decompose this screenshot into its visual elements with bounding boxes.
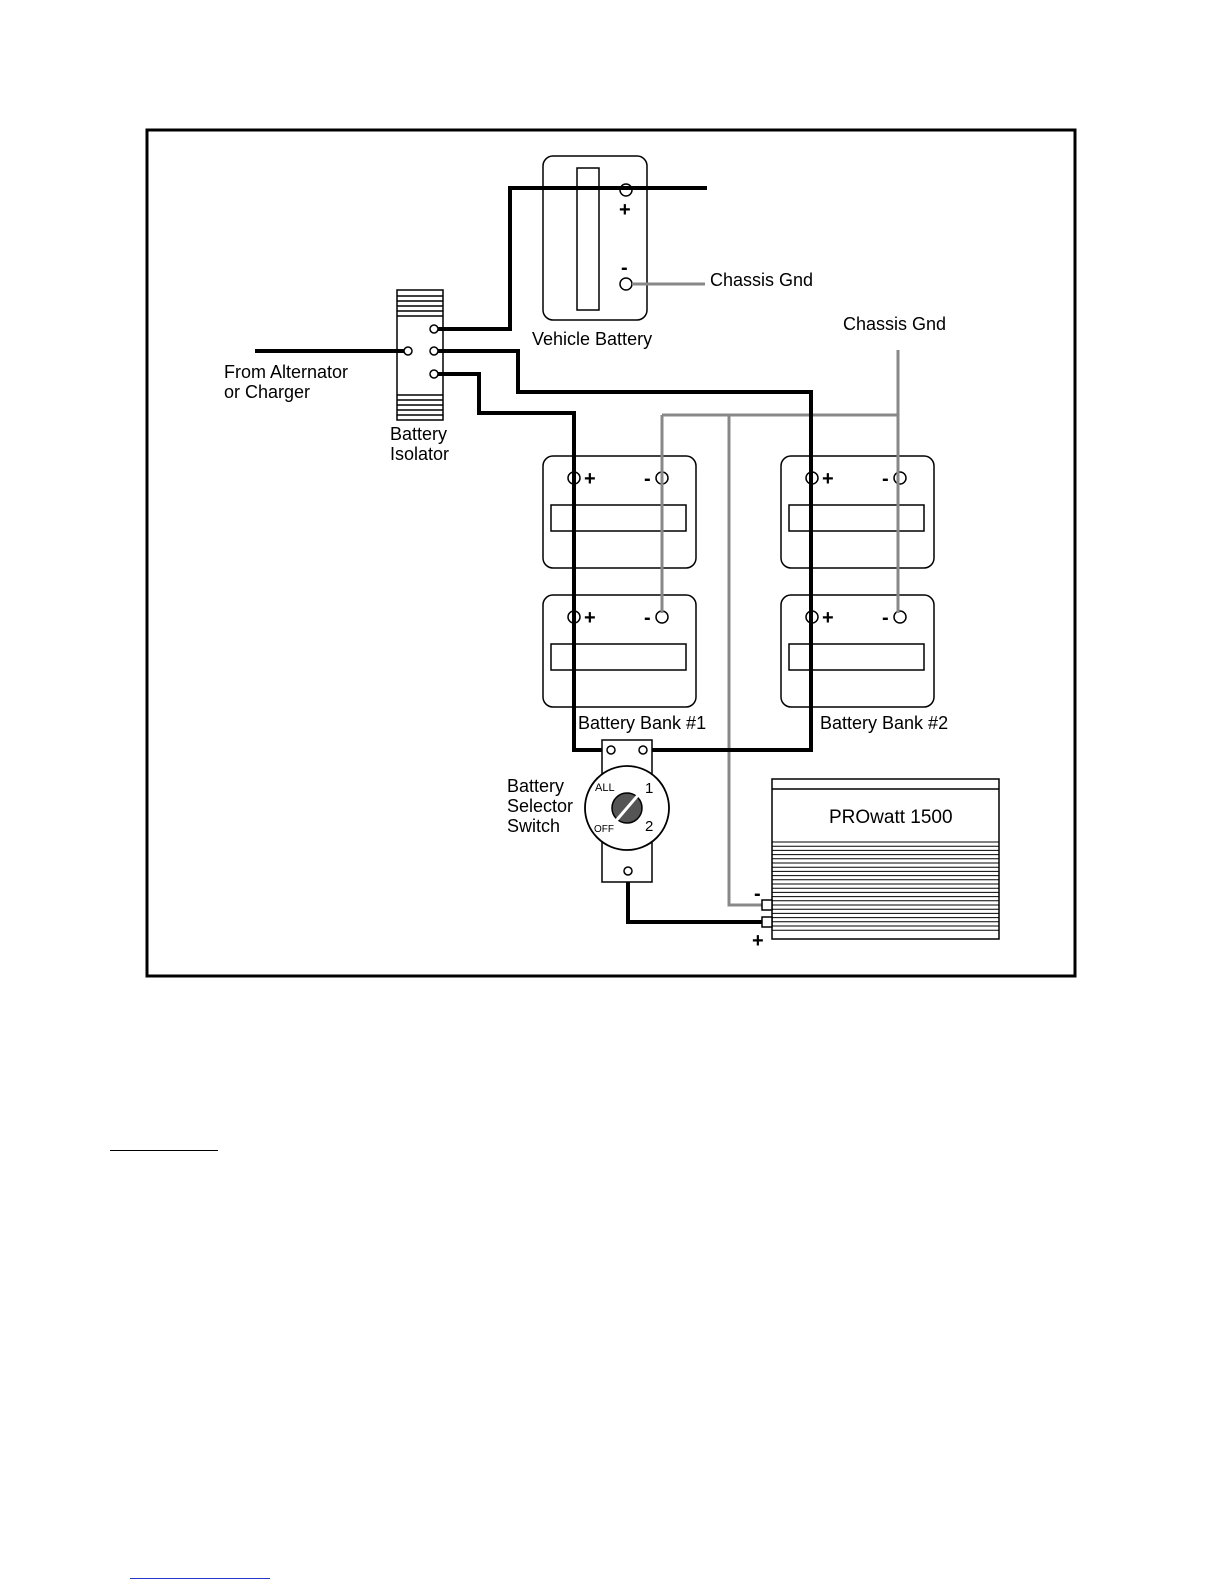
from-alternator-label-line-1: From Alternator [224, 362, 348, 382]
svg-text:+: + [584, 607, 596, 629]
section-rule [110, 1150, 218, 1151]
inverter-positive-terminal [762, 917, 772, 927]
svg-text:+: + [822, 468, 834, 490]
footer-rule [130, 1578, 270, 1579]
svg-text:-: - [644, 607, 651, 629]
inverter: PROwatt 1500 [762, 779, 999, 939]
battery-bank-2-top: + - [781, 456, 934, 568]
svg-text:-: - [882, 607, 889, 629]
chassis-gnd-label-1: Chassis Gnd [710, 270, 813, 290]
inverter-plus-sign: + [752, 930, 764, 952]
vehicle-battery-negative-terminal [620, 278, 632, 290]
inverter-minus-sign: - [754, 883, 761, 905]
battery-bank-2-bottom: + - [781, 595, 934, 707]
isolator-output-3-terminal [430, 370, 438, 378]
battery-selector-switch: ALL OFF 1 2 [585, 740, 669, 882]
svg-text:+: + [822, 607, 834, 629]
from-alternator-label-line-2: or Charger [224, 382, 310, 402]
switch-terminal-1 [607, 746, 615, 754]
selector-label-line-1: Battery [507, 776, 564, 796]
inverter-label: PROwatt 1500 [829, 807, 953, 828]
battery-bank-2-label: Battery Bank #2 [820, 713, 948, 733]
isolator-label-line-2: Isolator [390, 444, 449, 464]
switch-position-1-label: 1 [645, 780, 653, 797]
svg-text:-: - [882, 468, 889, 490]
switch-all-label: ALL [595, 782, 615, 794]
vehicle-battery-label: Vehicle Battery [532, 329, 652, 349]
switch-position-2-label: 2 [645, 818, 653, 835]
svg-text:+: + [584, 468, 596, 490]
selector-label-line-2: Selector [507, 796, 573, 816]
vehicle-battery: + - [543, 156, 647, 320]
selector-label-line-3: Switch [507, 816, 560, 836]
battery-bank-1-top: + - [543, 456, 696, 568]
vehicle-battery-plus-sign: + [619, 199, 631, 221]
isolator-label-line-1: Battery [390, 424, 447, 444]
inverter-negative-terminal [762, 900, 772, 910]
switch-off-label: OFF [594, 824, 614, 835]
battery-bank-1-label: Battery Bank #1 [578, 713, 706, 733]
battery-bank-1-bottom: + - [543, 595, 696, 707]
switch-output-terminal [624, 867, 632, 875]
svg-text:-: - [644, 468, 651, 490]
battery-isolator [397, 290, 443, 420]
chassis-gnd-label-2: Chassis Gnd [843, 314, 946, 334]
isolator-input-terminal [404, 347, 412, 355]
isolator-output-2-terminal [430, 347, 438, 355]
switch-terminal-2 [639, 746, 647, 754]
isolator-output-1-terminal [430, 325, 438, 333]
vehicle-battery-minus-sign: - [621, 257, 628, 279]
